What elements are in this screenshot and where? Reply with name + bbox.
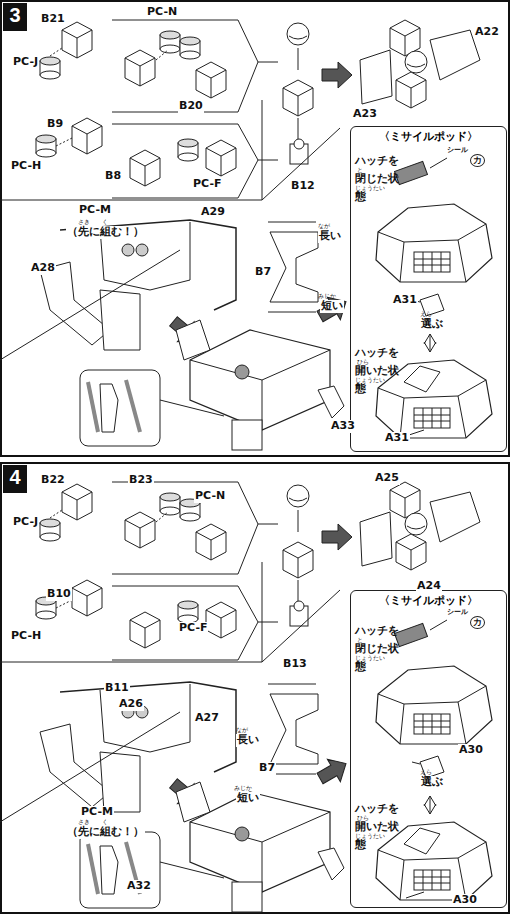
part-label: A28 xyxy=(30,262,56,275)
part-label: PC-H xyxy=(10,160,42,173)
furigana: さき xyxy=(78,219,90,225)
part-label: シール xyxy=(446,608,469,616)
part-label: PC-J xyxy=(12,516,39,529)
furigana: じょうたい xyxy=(355,833,385,839)
part-label: 選ぶ xyxy=(420,318,444,331)
part-label: A27 xyxy=(194,712,220,725)
part-label: PC-F xyxy=(178,622,208,635)
part-label: 短い xyxy=(236,792,260,805)
furigana: と xyxy=(357,637,363,643)
step-number: 3 xyxy=(3,3,27,27)
seal-mark: カ xyxy=(470,154,485,167)
part-label: A29 xyxy=(200,206,226,219)
state-note: ハッチを閉じた状態 xyxy=(355,622,401,676)
part-label: PC-H xyxy=(10,630,42,643)
furigana: えら xyxy=(420,769,432,775)
step-number-box: 4 xyxy=(3,465,27,493)
furigana: ひら xyxy=(357,815,369,821)
part-label: A31 xyxy=(384,432,410,445)
part-label: PC-N xyxy=(146,6,178,19)
part-label: PC-M xyxy=(80,806,114,819)
furigana: えら xyxy=(420,311,432,317)
furigana: みじか xyxy=(234,785,252,791)
part-label: 短い xyxy=(320,300,344,313)
part-label: B7 xyxy=(258,762,276,775)
state-note: ハッチを開いた状態 xyxy=(355,344,401,398)
part-label: A30 xyxy=(452,894,478,907)
furigana: なが xyxy=(318,223,330,229)
part-label: 選ぶ xyxy=(420,776,444,789)
furigana: なが xyxy=(236,727,248,733)
part-label: B20 xyxy=(178,100,204,113)
state-note: ハッチを閉じた状態 xyxy=(355,152,401,206)
part-label: A25 xyxy=(374,472,400,485)
step-number-box: 3 xyxy=(3,3,27,31)
part-label: PC-M xyxy=(78,204,112,217)
part-label: シール xyxy=(446,146,469,154)
part-label: A26 xyxy=(118,698,144,711)
part-label: B10 xyxy=(46,588,72,601)
furigana: じょうたい xyxy=(355,185,385,191)
furigana: じょうたい xyxy=(355,377,385,383)
furigana: と xyxy=(357,167,363,173)
part-label: 長い xyxy=(318,230,342,243)
part-label: A31 xyxy=(392,294,418,307)
part-label: A30 xyxy=(458,744,484,757)
part-label: B12 xyxy=(290,180,316,193)
furigana: さき xyxy=(78,819,90,825)
part-label: B21 xyxy=(40,13,66,26)
part-label: A24 xyxy=(416,580,442,593)
part-label: B22 xyxy=(40,474,66,487)
part-label: A23 xyxy=(352,108,378,121)
part-label: B11 xyxy=(104,682,130,695)
part-label: A33 xyxy=(330,420,356,433)
part-label: B8 xyxy=(104,170,122,183)
part-label: A22 xyxy=(474,26,500,39)
panel-heading: 〈ミサイルポッド〉 xyxy=(351,129,506,144)
part-label: PC-N xyxy=(194,490,226,503)
part-label: PC-J xyxy=(12,56,39,69)
furigana: ひら xyxy=(357,359,369,365)
furigana: じょうたい xyxy=(355,655,385,661)
part-label: B9 xyxy=(46,118,64,131)
part-label: （先に組む！） xyxy=(66,226,145,239)
part-label: B23 xyxy=(128,474,154,487)
panel-heading: 〈ミサイルポッド〉 xyxy=(351,593,506,608)
part-label: B7 xyxy=(254,266,272,279)
part-label: 長い xyxy=(236,734,260,747)
part-label: A32 xyxy=(126,880,152,893)
part-label: B13 xyxy=(282,658,308,671)
furigana: みじか xyxy=(318,293,336,299)
part-label: （先に組む！） xyxy=(66,826,145,839)
state-note: ハッチを開いた状態 xyxy=(355,800,401,854)
seal-mark: カ xyxy=(470,616,485,629)
part-label: PC-F xyxy=(192,178,222,191)
furigana: く xyxy=(102,819,108,825)
furigana: く xyxy=(102,219,108,225)
step-number: 4 xyxy=(3,465,27,489)
